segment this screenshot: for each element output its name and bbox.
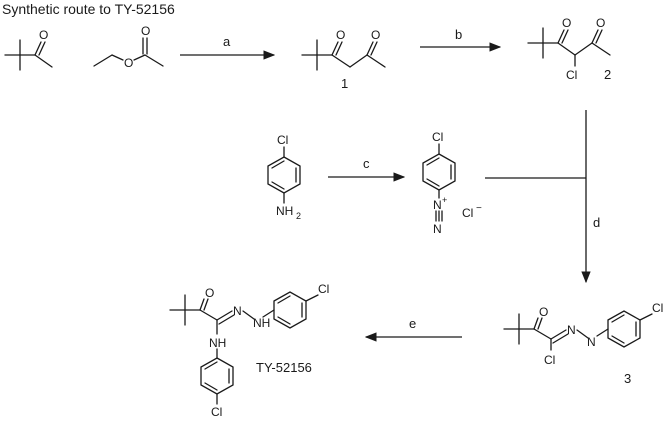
compound-name-ty-52156: TY-52156: [256, 360, 312, 375]
oxygen-label: O: [562, 16, 571, 30]
scheme-title: Synthetic route to TY-52156: [2, 1, 175, 17]
amine-label: NH: [276, 204, 293, 218]
chlorine-label: Cl: [544, 353, 555, 367]
amine-label: NH: [209, 336, 226, 350]
step-label-e: e: [409, 316, 416, 331]
compound-number-3: 3: [624, 371, 631, 386]
chlorine-label: Cl: [652, 301, 663, 315]
step-label-b: b: [455, 27, 462, 42]
step-label-a: a: [223, 34, 231, 49]
chlorine-label: Cl: [277, 133, 288, 147]
nitrogen-label: N: [433, 222, 442, 236]
chlorine-label: Cl: [432, 130, 443, 144]
nitrogen-label: N: [587, 335, 596, 349]
oxygen-label: O: [539, 305, 548, 319]
compound-2-structure: O O Cl: [527, 16, 611, 82]
oxygen-label: O: [336, 28, 345, 42]
step-label-c: c: [363, 156, 370, 171]
chloride-counterion: Cl: [462, 206, 473, 220]
negative-charge: −: [476, 203, 482, 214]
compound-3-structure: O N N Cl Cl: [503, 301, 663, 367]
positive-charge: +: [442, 195, 447, 205]
nitrogen-label: N: [233, 304, 242, 318]
oxygen-label: O: [205, 286, 214, 300]
oxygen-label: O: [371, 28, 380, 42]
oxygen-label: O: [124, 56, 133, 70]
oxygen-label: O: [596, 16, 605, 30]
pinacolone-structure: O: [4, 28, 53, 71]
chloroaniline-structure: Cl NH 2: [267, 133, 301, 221]
compound-number-1: 1: [341, 76, 348, 91]
nitrogen-label: N: [567, 323, 576, 337]
compound-number-2: 2: [604, 67, 611, 82]
chlorine-label: Cl: [318, 282, 329, 296]
chlorine-label: Cl: [211, 405, 222, 419]
ethyl-acetate-structure: O O: [93, 24, 164, 70]
ty-52156-structure: O N NH NH Cl Cl: [169, 282, 329, 419]
amine-subscript: 2: [296, 211, 301, 221]
chlorine-label: Cl: [566, 68, 577, 82]
amine-label: NH: [253, 316, 270, 330]
oxygen-label: O: [141, 24, 150, 38]
diazonium-structure: N + N Cl: [422, 130, 456, 236]
nitrogen-label: N: [433, 198, 442, 212]
step-label-d: d: [593, 215, 600, 230]
compound-1-structure: O O: [301, 28, 386, 71]
oxygen-label: O: [39, 28, 48, 42]
